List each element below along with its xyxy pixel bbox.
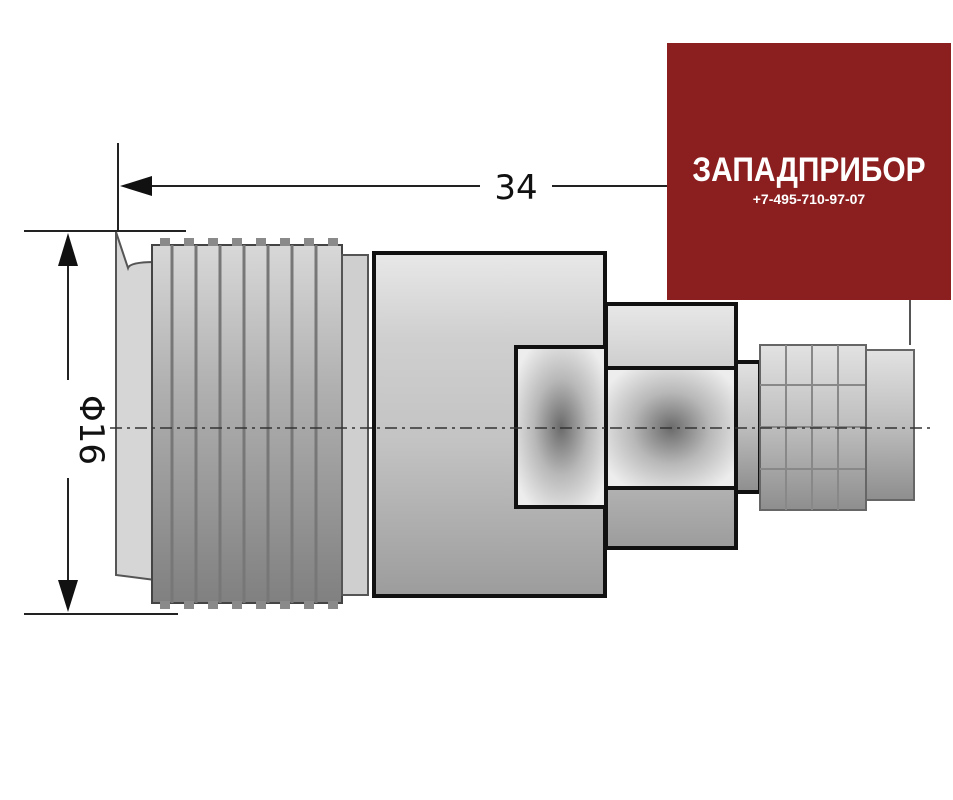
length-label: 34	[494, 168, 537, 208]
brand-banner: ЗАПАДПРИБОР +7-495-710-97-07	[667, 43, 951, 300]
thread-tooth-top	[160, 238, 338, 246]
hex-neck	[734, 360, 762, 494]
end-connector	[759, 300, 915, 511]
thread-body	[151, 244, 343, 604]
brand-name: ЗАПАДПРИБОР	[692, 151, 926, 189]
hex-section	[514, 302, 762, 550]
brand-phone: +7-495-710-97-07	[752, 191, 866, 207]
length-arrow-icon	[120, 176, 152, 196]
length-dimension: 34	[117, 143, 670, 232]
diameter-arrow-down-icon	[58, 580, 78, 612]
threaded-nut	[115, 231, 369, 609]
nut-collar	[341, 254, 369, 596]
diameter-label: Φ16	[71, 395, 111, 465]
diameter-dimension: Φ16	[24, 230, 186, 615]
end-tip	[865, 349, 915, 501]
diameter-arrow-up-icon	[58, 233, 78, 266]
thread-ridges	[170, 245, 318, 603]
thread-tooth-bottom	[160, 601, 338, 609]
nut-flange	[115, 231, 156, 582]
hex-face-left	[514, 345, 608, 509]
